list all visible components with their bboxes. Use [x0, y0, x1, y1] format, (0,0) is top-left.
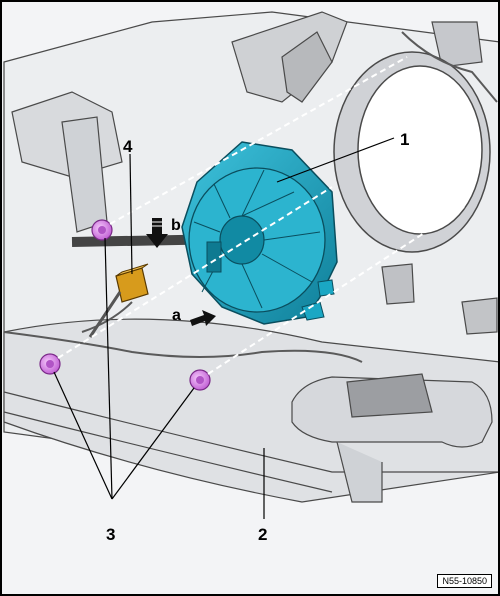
callout-2: 2 — [258, 525, 267, 544]
callout-1: 1 — [400, 130, 409, 149]
screw-left — [39, 353, 61, 375]
screw-top — [91, 219, 113, 241]
connector-clip — [88, 263, 149, 338]
loudspeaker — [181, 141, 338, 325]
arrow-a-icon — [190, 310, 216, 326]
screw-right — [189, 369, 211, 391]
callout-a: a — [172, 307, 181, 324]
leader-lines — [53, 137, 395, 519]
wiring-harness — [3, 31, 498, 363]
speaker-opening — [333, 51, 491, 253]
callout-3: 3 — [106, 525, 115, 544]
assembly-guide-lines — [57, 56, 465, 375]
callout-4: 4 — [123, 137, 133, 156]
arrow-b-icon — [146, 218, 168, 248]
figure-reference: N55-10850 — [437, 574, 492, 588]
callout-b: b — [171, 217, 181, 234]
